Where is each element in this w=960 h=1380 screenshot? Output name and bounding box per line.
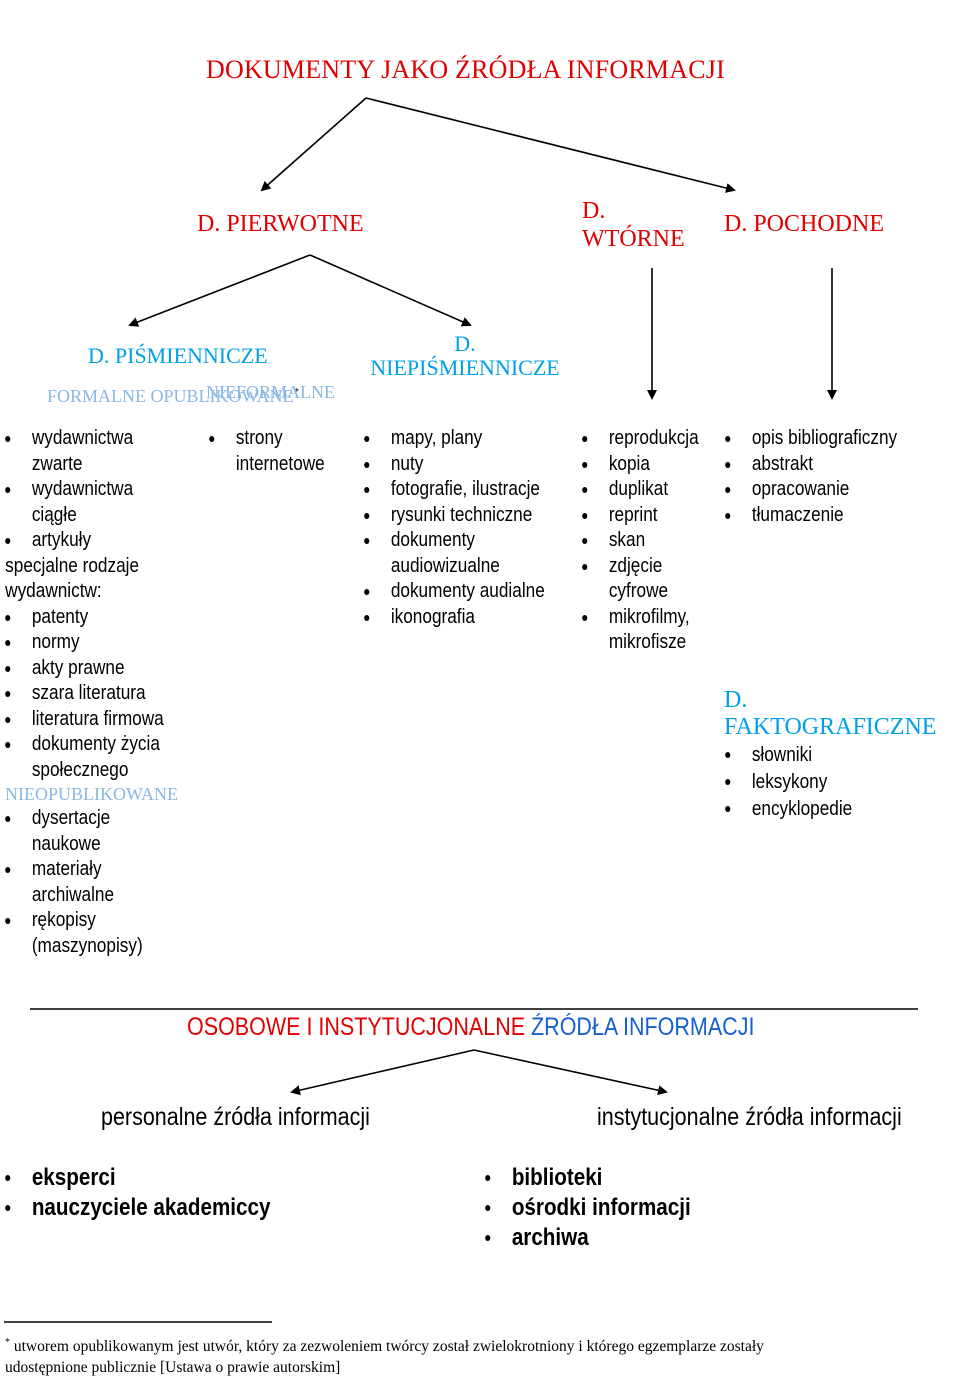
informal-heading: NIEFORMALNE	[206, 382, 335, 402]
nonwritten-documents-heading: D. NIEPIŚMIENNICZE	[362, 332, 568, 380]
footnote: * utworem opublikowanym jest utwór, któr…	[5, 1332, 955, 1378]
arrow-to-personal	[290, 1049, 475, 1096]
derived-documents-heading: D. POCHODNE	[724, 211, 885, 237]
list-item: patenty	[0, 605, 202, 631]
list-item: fotografie, ilustracje	[359, 477, 569, 503]
list-item: ikonografia	[359, 605, 569, 631]
people-title-red: OSOBOWE I INSTYTUCJONALNE	[187, 1013, 532, 1041]
list-item: literatura firmowa	[0, 707, 202, 733]
list-item: duplikat	[577, 477, 721, 503]
list-item: opis bibliograficzny	[720, 426, 944, 452]
list-item: rękopisy(maszynopisy)	[0, 908, 202, 959]
list-item: tłumaczenie	[720, 503, 944, 529]
factographic-items-block: słowniki leksykony encyklopedie	[720, 742, 900, 823]
list-item: szara literatura	[0, 681, 202, 707]
people-title-blue: ŹRÓDŁA INFORMACJI	[531, 1013, 755, 1041]
secondary-heading-line1: D.	[582, 198, 606, 224]
footnote-asterisk: *	[293, 386, 300, 398]
nonwritten-heading-line2: NIEPIŚMIENNICZE	[370, 355, 560, 380]
personal-sources-heading: personalne źródła informacji	[101, 1103, 370, 1131]
people-sources-title: OSOBOWE I INSTYTUCJONALNE ŹRÓDŁA INFORMA…	[187, 1013, 847, 1042]
list-item: ośrodki informacji	[480, 1193, 738, 1223]
formal-published-heading: FORMALNE OPUBLIKOWANE*	[47, 382, 299, 407]
arrow-title-to-derived	[365, 97, 736, 193]
factographic-heading: D. FAKTOGRAFICZNE	[724, 687, 936, 741]
list-item: rysunki techniczne	[359, 503, 569, 529]
list-item: encyklopedie	[720, 796, 901, 823]
list-item: archiwa	[480, 1223, 738, 1253]
list-item: nuty	[359, 452, 569, 478]
formal-published-text: FORMALNE OPUBLIKOWANE	[47, 386, 294, 406]
footnote-mark: *	[5, 1337, 10, 1348]
arrow-primary-to-written	[128, 254, 311, 327]
footnote-line2: udostępnione publicznie [Ustawa o prawie…	[5, 1359, 341, 1377]
institutional-items-block: biblioteki ośrodki informacji archiwa	[480, 1163, 740, 1253]
institutional-sources-heading: instytucjonalne źródła informacji	[597, 1103, 902, 1131]
main-title: DOKUMENTY JAKO ŹRÓDŁA INFORMACJI	[206, 55, 725, 84]
nonwritten-items-block: mapy, plany nuty fotografie, ilustracje …	[359, 426, 569, 630]
personal-items-block: eksperci nauczyciele akademiccy	[0, 1163, 300, 1223]
list-item: mikrofilmy,mikrofisze	[577, 605, 721, 656]
factographic-heading-line1: D.	[724, 687, 748, 713]
list-item: leksykony	[720, 769, 901, 796]
list-item: reprint	[577, 503, 721, 529]
list-item: słowniki	[720, 742, 901, 769]
list-item: abstrakt	[720, 452, 944, 478]
list-item: akty prawne	[0, 656, 202, 682]
list-item: artykuły	[0, 528, 202, 554]
list-item: nauczyciele akademiccy	[0, 1193, 301, 1223]
written-documents-heading: D. PIŚMIENNICZE	[88, 343, 268, 369]
arrow-to-institutional	[473, 1049, 668, 1096]
list-item: skan	[577, 528, 721, 554]
nonwritten-heading-line1: D.	[454, 331, 476, 356]
list-item: mapy, plany	[359, 426, 569, 452]
list-item: biblioteki	[480, 1163, 738, 1193]
factographic-heading-line2: FAKTOGRAFICZNE	[724, 714, 937, 740]
list-item: kopia	[577, 452, 721, 478]
arrow-title-to-primary	[260, 97, 367, 192]
list-item: normy	[0, 630, 202, 656]
footnote-line1: utworem opublikowanym jest utwór, który …	[10, 1338, 764, 1356]
secondary-items-block: reprodukcja kopia duplikat reprint skan …	[577, 426, 722, 656]
arrow-primary-to-nonwritten	[309, 254, 472, 327]
secondary-heading-line2: WTÓRNE	[582, 226, 685, 252]
list-item: reprodukcja	[577, 426, 721, 452]
list-item: eksperci	[0, 1163, 301, 1193]
derived-items-block: opis bibliograficzny abstrakt opracowani…	[720, 426, 945, 528]
list-item: dokumenty audialne	[359, 579, 569, 605]
secondary-documents-heading: D. WTÓRNE	[582, 197, 685, 253]
list-item: opracowanie	[720, 477, 944, 503]
unpublished-heading: NIEOPUBLIKOWANE	[5, 784, 178, 804]
primary-documents-heading: D. PIERWOTNE	[197, 211, 364, 237]
written-heading-text: D. PIŚMIENNICZE	[88, 343, 268, 368]
